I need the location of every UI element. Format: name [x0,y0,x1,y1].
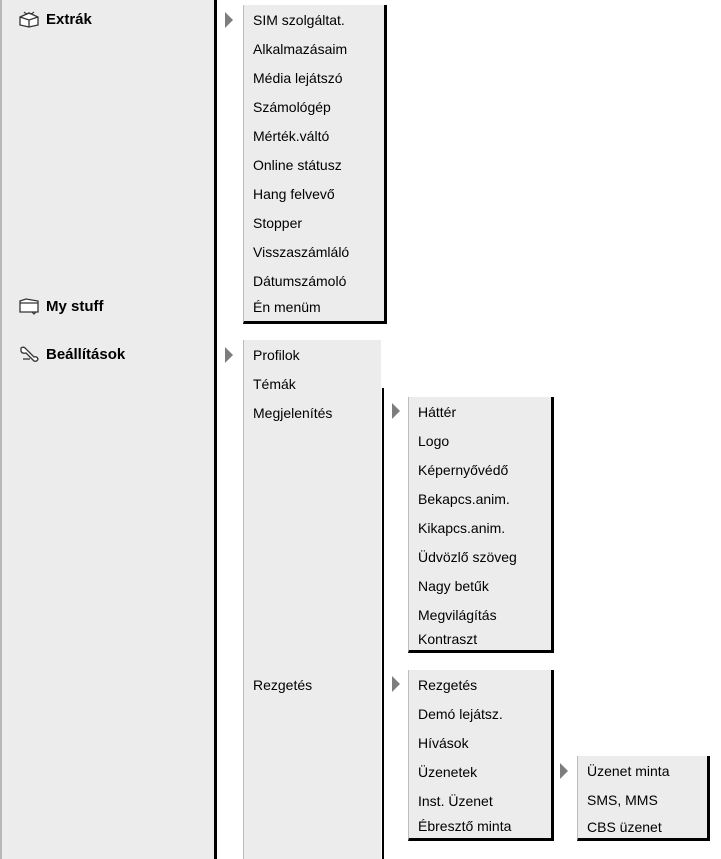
menu-item[interactable]: Megjelenítés [253,405,333,421]
menu-item[interactable]: Témák [253,376,296,392]
menu-item[interactable]: Profilok [253,347,300,363]
menu-item[interactable]: Hívások [418,735,469,751]
divider-line [214,0,217,859]
category-label: Extrák [46,10,92,28]
menu-item[interactable]: Számológép [253,99,331,115]
menu-item[interactable]: Demó lejátsz. [418,706,503,722]
menu-item[interactable]: Kontraszt [418,631,478,647]
menu-item[interactable]: Bekapcs.anim. [418,491,510,507]
menu-item[interactable]: Üdvözlő szöveg [418,549,517,565]
menu-item[interactable]: CBS üzenet [587,819,662,835]
menu-item[interactable]: Mérték.váltó [253,128,330,144]
uzenetek-submenu: Üzenet minta SMS, MMS CBS üzenet [577,756,710,841]
box-icon [19,11,39,28]
submenu-arrow-icon [392,403,400,419]
menu-item[interactable]: Dátumszámoló [253,273,347,289]
menu-item[interactable]: Média lejátszó [253,70,343,86]
menu-item[interactable]: SMS, MMS [587,792,658,808]
menu-item[interactable]: Rezgetés [253,677,313,693]
menu-item[interactable]: Megvilágítás [418,607,497,623]
category-label: My stuff [46,297,104,315]
menu-item[interactable]: Visszaszámláló [253,244,350,260]
menu-item[interactable]: Alkalmazásaim [253,41,348,57]
menu-item[interactable]: Online státusz [253,157,342,173]
category-beallitasok[interactable]: Beállítások [18,345,125,363]
category-extrak[interactable]: Extrák [18,10,92,28]
menu-item[interactable]: Ébresztő minta [418,818,512,834]
category-column [0,0,216,859]
menu-item[interactable]: Hang felvevő [253,186,335,202]
rezgetes-submenu: Rezgetés Demó lejátsz. Hívások Üzenetek … [408,670,554,841]
menu-item[interactable]: Háttér [418,404,457,420]
submenu-arrow-icon [560,763,568,779]
menu-item[interactable]: Stopper [253,215,303,231]
beallitasok-submenu: Profilok Témák Megjelenítés Rezgetés [243,340,381,859]
menu-item[interactable]: Logo [418,433,450,449]
menu-item[interactable]: Nagy betűk [418,578,489,594]
submenu-arrow-icon [225,347,233,363]
folder-icon [19,298,39,315]
divider-line [382,388,384,859]
menu-item[interactable]: SIM szolgáltat. [253,12,345,28]
submenu-arrow-icon [225,12,233,28]
wrench-icon [20,346,39,362]
category-label: Beállítások [46,345,126,363]
category-my-stuff[interactable]: My stuff [18,297,104,315]
menu-item[interactable]: Én menüm [253,299,321,315]
submenu-arrow-icon [392,676,400,692]
menu-item[interactable]: Kikapcs.anim. [418,520,506,536]
extrak-submenu: SIM szolgáltat. Alkalmazásaim Média lejá… [243,5,387,324]
menu-item[interactable]: Üzenetek [418,764,478,780]
menu-item[interactable]: Üzenet minta [587,763,670,779]
megjelenites-submenu: Háttér Logo Képernyővédő Bekapcs.anim. K… [408,397,554,653]
menu-item[interactable]: Képernyővédő [418,462,509,478]
menu-item[interactable]: Rezgetés [418,677,478,693]
menu-item[interactable]: Inst. Üzenet [418,793,493,809]
